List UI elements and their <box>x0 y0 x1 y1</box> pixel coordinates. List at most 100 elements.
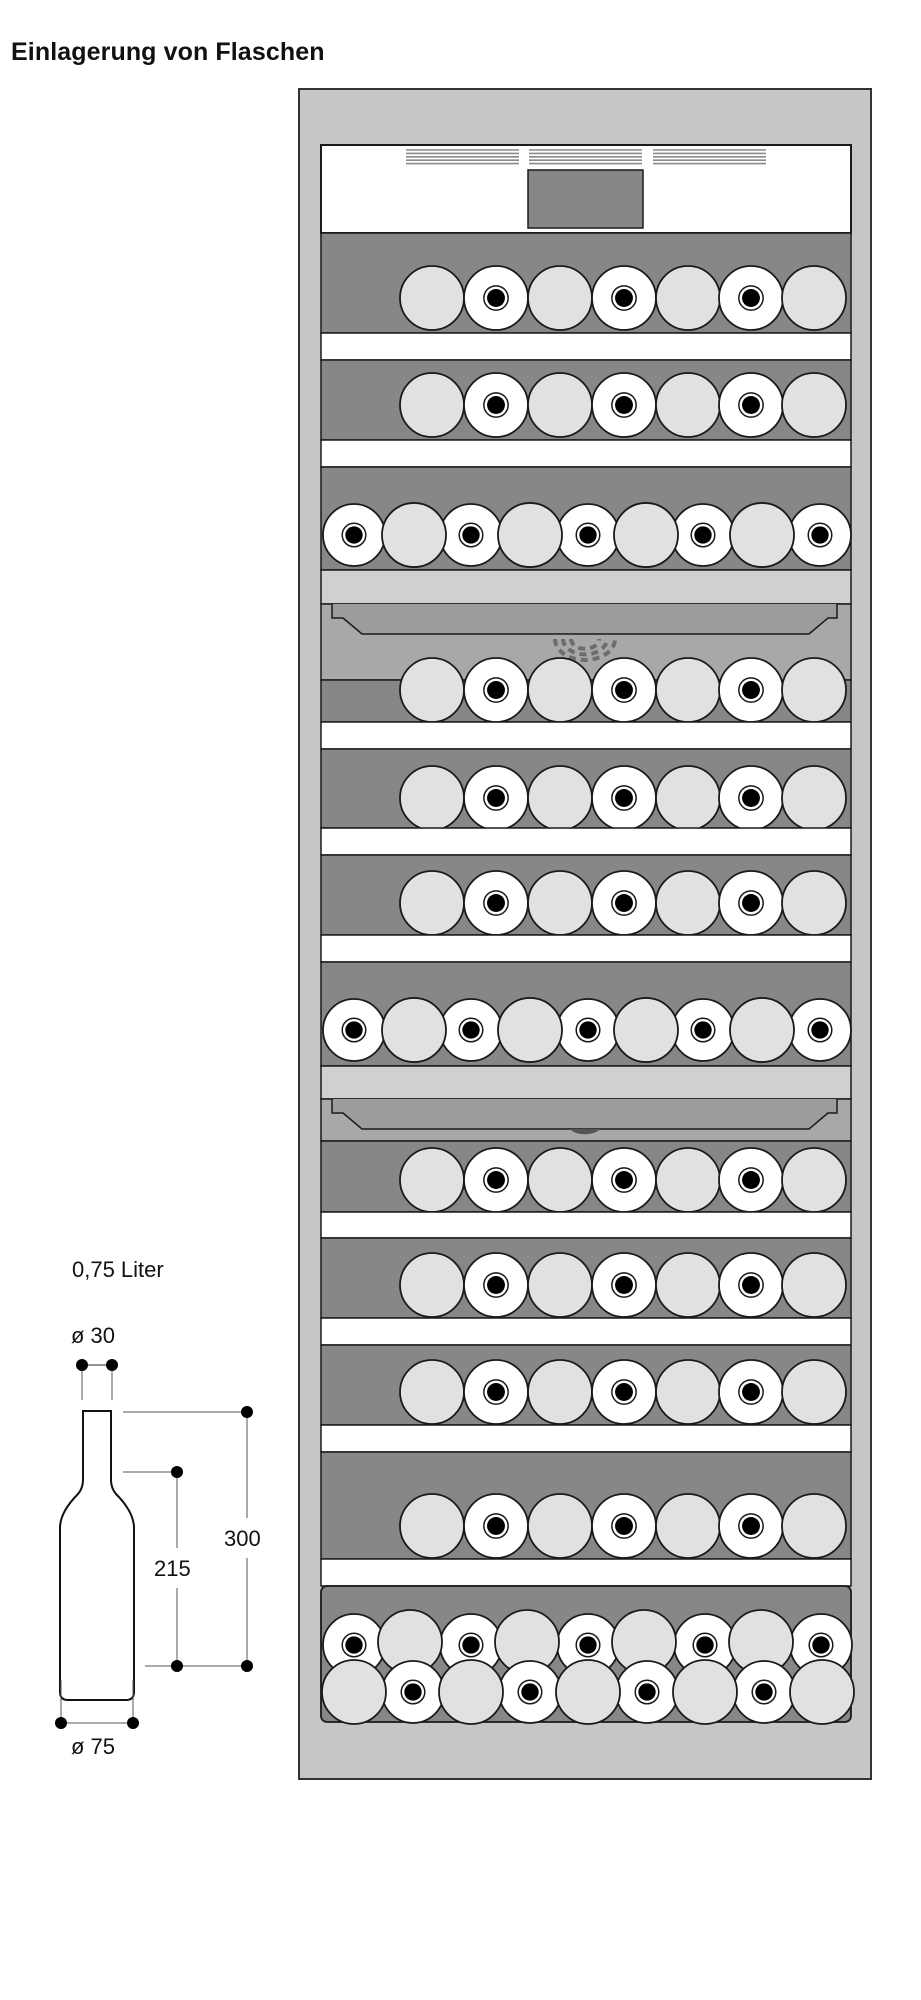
bottle-cork <box>742 894 760 912</box>
bottle-base <box>781 765 847 831</box>
bottle-base <box>399 1359 465 1425</box>
bottle-cork <box>615 681 633 699</box>
base-dim-dot-left <box>55 1717 67 1729</box>
shoulder-dim-dot-top <box>171 1466 183 1478</box>
bottle-base <box>781 657 847 723</box>
bottle-cork <box>487 289 505 307</box>
bottle-cork <box>579 1021 597 1039</box>
bottle-base <box>655 1252 721 1318</box>
bottle-cork <box>742 789 760 807</box>
bottle-cork <box>812 1636 830 1654</box>
bottle-base <box>781 265 847 331</box>
bottle-cork <box>696 1636 714 1654</box>
shelf-board <box>320 934 852 963</box>
bottle-cork <box>579 526 597 544</box>
bottle-base <box>729 502 795 568</box>
bottle-base <box>781 1493 847 1559</box>
bottle-cork <box>811 526 829 544</box>
drawer-rail <box>331 604 838 635</box>
bottle-base <box>655 1359 721 1425</box>
shelf-board <box>320 332 852 361</box>
bottle-cork <box>694 526 712 544</box>
bottle-base <box>527 1493 593 1559</box>
bottle-base <box>655 870 721 936</box>
bottle-cork <box>487 1276 505 1294</box>
bottle-base <box>655 657 721 723</box>
bottle-base <box>555 1659 621 1725</box>
bottle-base <box>655 265 721 331</box>
bottle-base <box>613 997 679 1063</box>
bottle-base <box>655 1493 721 1559</box>
base-dim-dot-right <box>127 1717 139 1729</box>
shelf-board <box>320 1424 852 1453</box>
bottle-base <box>497 997 563 1063</box>
bottle-base <box>781 870 847 936</box>
bottle-cork <box>742 289 760 307</box>
bottle-base <box>781 372 847 438</box>
total-height-label: 300 <box>224 1526 261 1551</box>
drawer-front <box>320 569 852 605</box>
neck-diameter-label: ø 30 <box>71 1323 115 1348</box>
bottle-cork <box>487 1517 505 1535</box>
bottle-base <box>381 502 447 568</box>
bottle-base <box>781 1359 847 1425</box>
bottle-cork <box>638 1683 656 1701</box>
bottle-cork <box>487 1171 505 1189</box>
bottle-cork <box>615 396 633 414</box>
bottle-base <box>527 265 593 331</box>
bottle-cork <box>521 1683 539 1701</box>
bottle-cork <box>487 789 505 807</box>
bottle-base <box>438 1659 504 1725</box>
bottle-cork <box>345 526 363 544</box>
total-dim-dot-bottom <box>241 1660 253 1672</box>
bottle-base <box>527 765 593 831</box>
bottle-base <box>399 265 465 331</box>
shoulder-height-label: 215 <box>154 1556 191 1581</box>
neck-dim-dot-left <box>76 1359 88 1371</box>
bottle-outline <box>59 1410 135 1701</box>
bottle-base <box>781 1252 847 1318</box>
bottle-base <box>781 1147 847 1213</box>
shelf-board <box>320 721 852 750</box>
bottle-cork <box>615 789 633 807</box>
bottle-base <box>655 765 721 831</box>
bottle-cork <box>615 1517 633 1535</box>
cabinet-interior <box>320 144 855 1725</box>
page-title: Einlagerung von Flaschen <box>11 38 325 66</box>
bottle-cork <box>742 1171 760 1189</box>
shelf-board <box>320 1211 852 1239</box>
shelf-board <box>320 1558 852 1587</box>
bottle-cork <box>755 1683 773 1701</box>
bottle-base <box>527 870 593 936</box>
bottle-cork <box>811 1021 829 1039</box>
bottle-cork <box>694 1021 712 1039</box>
bottle-base <box>613 502 679 568</box>
bottle-base <box>729 997 795 1063</box>
bottle-base <box>789 1659 855 1725</box>
bottle-cork <box>742 681 760 699</box>
shelf-board <box>320 1317 852 1346</box>
bottle-cork <box>345 1636 363 1654</box>
bottle-base <box>399 1147 465 1213</box>
bottle-volume-label: 0,75 Liter <box>72 1257 164 1282</box>
humidity-wave-icon <box>553 638 617 662</box>
humidity-wave-icon <box>561 638 609 657</box>
neck-dim-dot-right <box>106 1359 118 1371</box>
bottle-base <box>399 372 465 438</box>
bottle-cork <box>345 1021 363 1039</box>
total-dim-dot-top <box>241 1406 253 1418</box>
bottle-cork <box>742 1517 760 1535</box>
bottle-cork <box>404 1683 422 1701</box>
bottle-base <box>399 870 465 936</box>
bottle-base <box>399 1493 465 1559</box>
bottle-cork <box>615 894 633 912</box>
bottle-cork <box>742 1276 760 1294</box>
bottle-base <box>381 997 447 1063</box>
bottle-base <box>399 1252 465 1318</box>
bottle-cork <box>462 1021 480 1039</box>
bottle-cork <box>615 1171 633 1189</box>
bottle-cork <box>487 894 505 912</box>
bottle-cork <box>487 681 505 699</box>
bottle-base <box>527 1252 593 1318</box>
